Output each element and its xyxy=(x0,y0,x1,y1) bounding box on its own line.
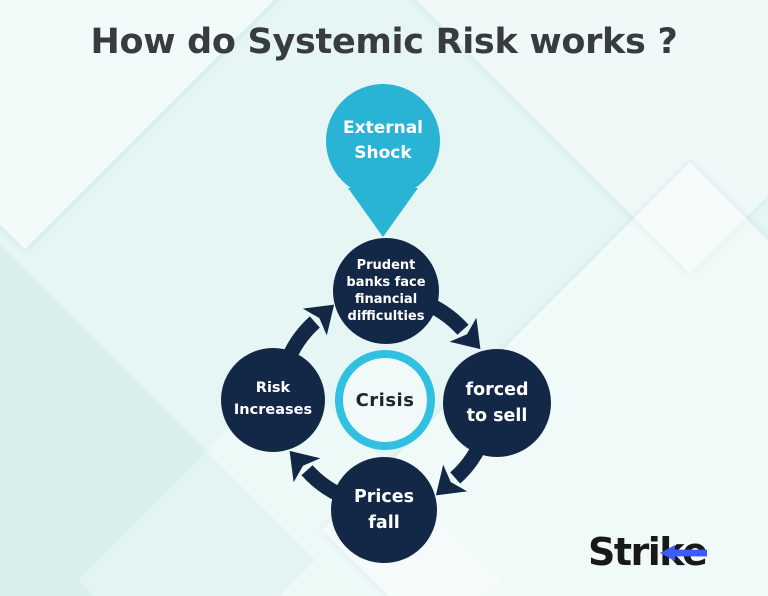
node-risk-increases: Risk Increases xyxy=(221,348,325,452)
arrowhead-bottom-to-left-icon xyxy=(289,450,321,483)
external-shock-node: External Shock xyxy=(326,84,440,198)
node-forced-to-sell: forced to sell xyxy=(443,349,551,457)
arrowhead-right-to-bottom-icon xyxy=(435,464,468,496)
crisis-label: Crisis xyxy=(355,389,415,411)
node-prices-fall: Prices fall xyxy=(331,457,437,563)
page-title: How do Systemic Risk works ? xyxy=(90,22,678,62)
external-shock-pointer-icon xyxy=(348,188,418,237)
node-prices-fall-label: Prices fall xyxy=(353,486,415,533)
logo-arrow-icon xyxy=(660,545,708,561)
external-shock-label: External Shock xyxy=(342,118,424,163)
arrowhead-left-to-top-icon xyxy=(302,304,335,336)
strike-logo: Strike xyxy=(588,528,708,576)
node-prudent-banks-label: Prudent banks face financial difficultie… xyxy=(346,257,426,325)
crisis-center-node: Crisis xyxy=(335,350,435,450)
node-forced-to-sell-label: forced to sell xyxy=(465,379,529,426)
node-prudent-banks: Prudent banks face financial difficultie… xyxy=(333,238,439,344)
node-risk-increases-label: Risk Increases xyxy=(233,380,313,418)
arrowhead-top-to-right-icon xyxy=(449,317,481,350)
